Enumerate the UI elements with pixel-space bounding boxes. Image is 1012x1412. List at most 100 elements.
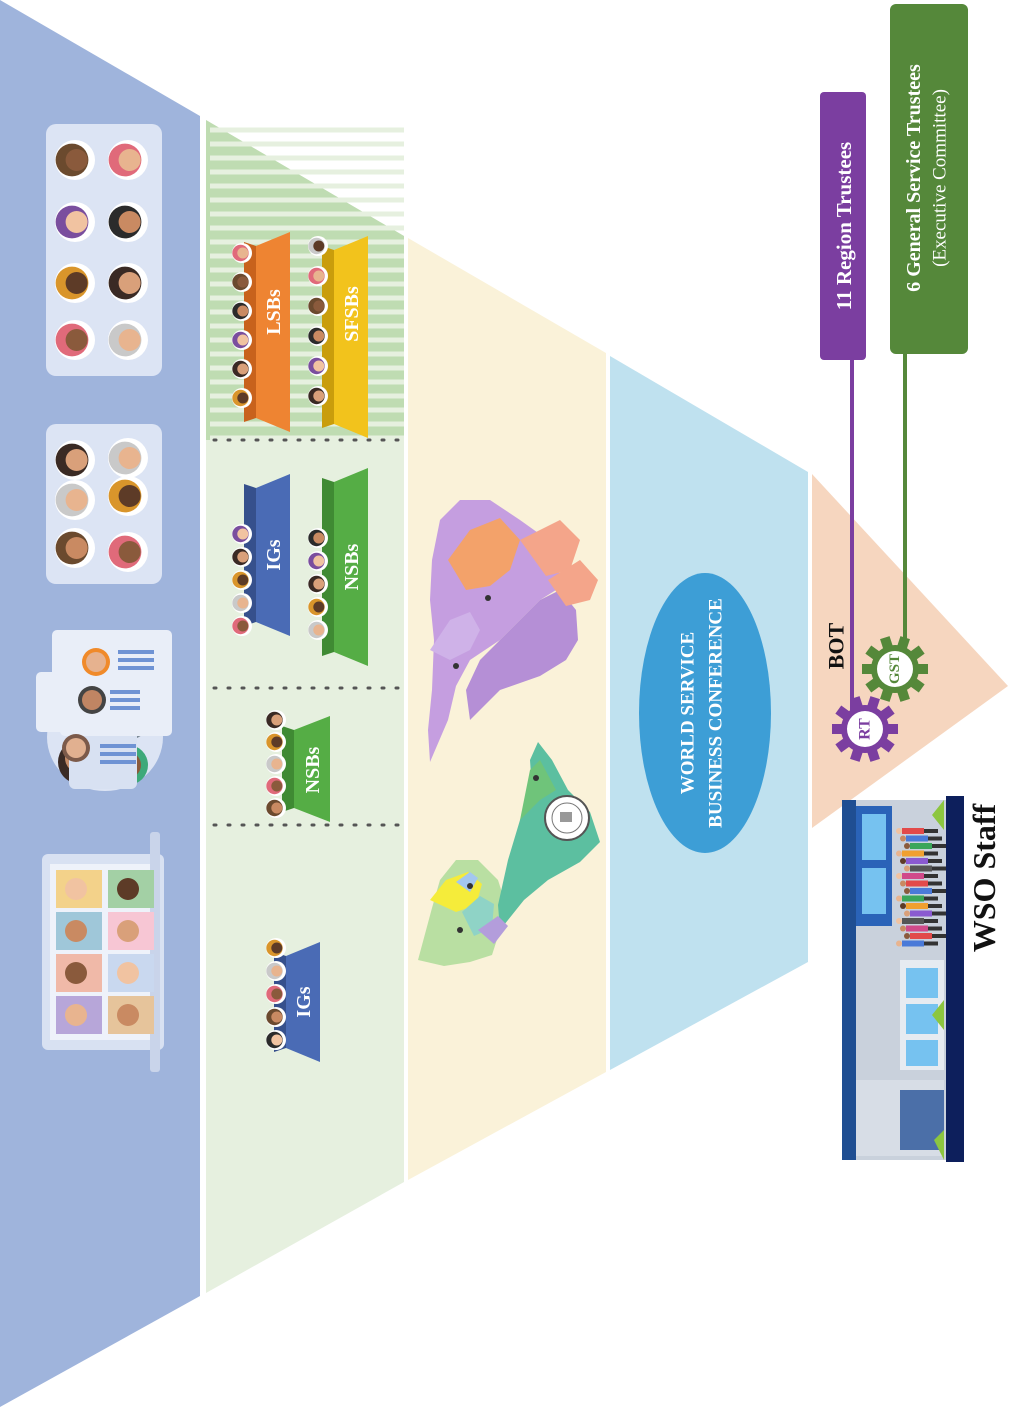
- delegate-avatar-icon: [308, 574, 328, 594]
- region-trustees-tag: 11 Region Trustees: [820, 92, 866, 360]
- world-map: [418, 500, 600, 966]
- delegate-avatar-icon: [232, 593, 252, 613]
- bot-group: BOT RT GST: [824, 622, 928, 762]
- delegate-avatar-icon: [266, 1030, 286, 1050]
- lsb-banner: LSBs: [232, 232, 290, 432]
- staff-person-icon: [896, 918, 938, 924]
- member-avatar-icon: [108, 202, 148, 242]
- delegate-avatar-icon: [308, 236, 328, 256]
- delegate-avatar-icon: [232, 301, 252, 321]
- delegate-avatar-icon: [266, 1007, 286, 1027]
- member-avatar-icon: [108, 532, 148, 572]
- video-tile: [108, 954, 154, 992]
- wso-staff: WSO Staff: [842, 796, 1002, 1162]
- delegate-avatar-icon: [308, 620, 328, 640]
- video-tile: [56, 996, 102, 1034]
- faces-group-8: [46, 124, 162, 376]
- staff-person-icon: [896, 850, 938, 857]
- members-illustrations: [36, 124, 172, 1072]
- delegate-avatar-icon: [266, 732, 286, 752]
- conference-line2: BUSINESS CONFERENCE: [706, 598, 727, 828]
- conference-ellipse: WORLD SERVICE BUSINESS CONFERENCE: [639, 573, 771, 853]
- delegate-avatar-icon: [266, 798, 286, 818]
- delegate-avatar-icon: [266, 984, 286, 1004]
- delegate-avatar-icon: [308, 551, 328, 571]
- delegate-avatar-icon: [232, 330, 252, 350]
- member-avatar-icon: [108, 320, 148, 360]
- tier-dividers: [212, 438, 402, 827]
- rt-gear-label: RT: [857, 718, 874, 740]
- nsb-banner-right: NSBs: [308, 468, 368, 666]
- member-avatar-icon: [55, 320, 95, 360]
- delegate-avatar-icon: [266, 710, 286, 730]
- delegate-avatar-icon: [266, 776, 286, 796]
- delegate-avatar-icon: [308, 356, 328, 376]
- staff-person-icon: [900, 880, 942, 887]
- staff-person-icon: [896, 828, 938, 834]
- staff-bar: [946, 796, 964, 1162]
- ig-right-label: IGs: [263, 539, 285, 570]
- delegate-avatar-icon: [232, 616, 252, 636]
- member-avatar-icon: [55, 263, 95, 303]
- delegate-avatar-icon: [232, 388, 252, 408]
- laptop-icon: [42, 832, 164, 1072]
- staff-person-icon: [900, 858, 942, 864]
- faces-group-5: [46, 424, 162, 584]
- delegate-avatar-icon: [308, 266, 328, 286]
- staff-person-icon: [904, 843, 946, 849]
- trustee-connectors: [850, 350, 907, 715]
- staff-person-icon: [900, 925, 942, 932]
- staff-person-icon: [904, 865, 946, 872]
- ig-left-label: IGs: [293, 986, 315, 1017]
- delegate-avatar-icon: [232, 547, 252, 567]
- hatch-stripes: [210, 127, 404, 441]
- delegate-avatar-icon: [308, 528, 328, 548]
- delegate-avatar-icon: [232, 272, 252, 292]
- member-avatar-icon: [55, 480, 95, 520]
- general-trustees-label: 6 General Service Trustees: [903, 64, 925, 292]
- bot-label: BOT: [824, 622, 849, 669]
- delegate-avatar-icon: [308, 386, 328, 406]
- delegate-avatar-icon: [232, 359, 252, 379]
- member-avatar-icon: [55, 440, 95, 480]
- ig-banner-left: IGs: [266, 938, 320, 1062]
- gst-gear-icon: [862, 636, 928, 702]
- sfsb-label: SFSBs: [341, 286, 363, 342]
- staff-person-icon: [896, 873, 938, 879]
- general-trustees-tag: 6 General Service Trustees (Executive Co…: [890, 4, 968, 354]
- staff-person-icon: [900, 835, 942, 842]
- lsb-label: LSBs: [263, 289, 285, 335]
- seal-icon: [544, 795, 590, 841]
- video-tile: [108, 870, 154, 908]
- gst-gear-label: GST: [887, 654, 903, 684]
- video-tile: [108, 912, 154, 950]
- staff-person-icon: [896, 895, 938, 902]
- sfsb-banner: SFSBs: [308, 236, 368, 438]
- member-avatar-icon: [108, 140, 148, 180]
- conference-line1: WORLD SERVICE: [678, 632, 699, 794]
- video-tile: [56, 912, 102, 950]
- staff-person-icon: [896, 940, 938, 947]
- general-trustees-sublabel: (Executive Committee): [930, 89, 951, 267]
- member-avatar-icon: [55, 528, 95, 568]
- member-avatar-icon: [108, 263, 148, 303]
- video-tile: [56, 870, 102, 908]
- nsb-banner-middle: NSBs: [266, 710, 330, 822]
- delegate-avatar-icon: [266, 961, 286, 981]
- member-avatar-icon: [55, 202, 95, 242]
- region-trustees-label: 11 Region Trustees: [832, 142, 856, 310]
- rt-gear-icon: [832, 696, 898, 762]
- nsb-middle-label: NSBs: [302, 746, 324, 793]
- ig-banner-right: IGs: [232, 474, 290, 636]
- video-tile: [108, 996, 154, 1034]
- delegate-avatar-icon: [308, 597, 328, 617]
- member-avatar-icon: [108, 476, 148, 516]
- delegate-avatar-icon: [308, 296, 328, 316]
- nsb-right-label: NSBs: [341, 543, 363, 590]
- staff-person-icon: [904, 933, 946, 939]
- staff-person-icon: [900, 903, 942, 909]
- delegate-avatar-icon: [266, 754, 286, 774]
- wso-staff-label: WSO Staff: [966, 803, 1002, 952]
- member-avatar-icon: [108, 438, 148, 478]
